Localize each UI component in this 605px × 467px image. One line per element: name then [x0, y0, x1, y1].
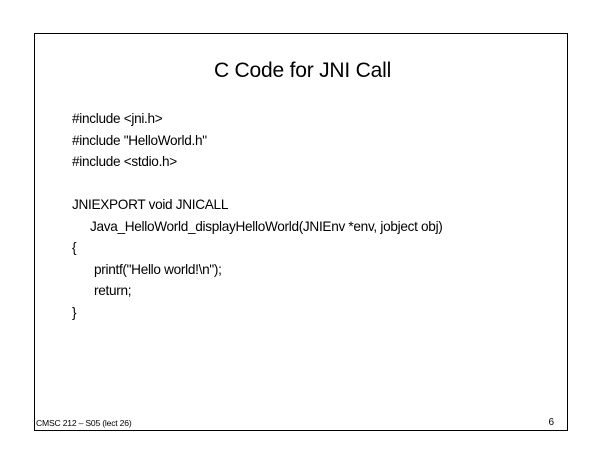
page-number: 6: [548, 417, 554, 428]
slide-frame: [34, 33, 568, 431]
code-line-close-brace: }: [72, 304, 77, 320]
code-line-function-signature: Java_HelloWorld_displayHelloWorld(JNIEnv…: [90, 218, 443, 234]
code-block: #include <jni.h> #include "HelloWorld.h"…: [72, 108, 443, 323]
code-line-include-helloworld: #include "HelloWorld.h": [72, 132, 207, 148]
code-line-include-stdio: #include <stdio.h>: [72, 154, 177, 169]
code-line-return: return;: [94, 283, 132, 298]
code-line-blank: [72, 173, 443, 195]
slide-title: C Code for JNI Call: [213, 59, 392, 82]
code-line-open-brace: {: [72, 240, 77, 255]
code-line-include-jni: #include <jni.h>: [72, 111, 163, 126]
slide-footer: CMSC 212 – S05 (lect 26): [36, 418, 132, 428]
code-line-jniexport: JNIEXPORT void JNICALL: [72, 197, 229, 212]
code-line-printf: printf("Hello world!\n");: [94, 261, 222, 277]
